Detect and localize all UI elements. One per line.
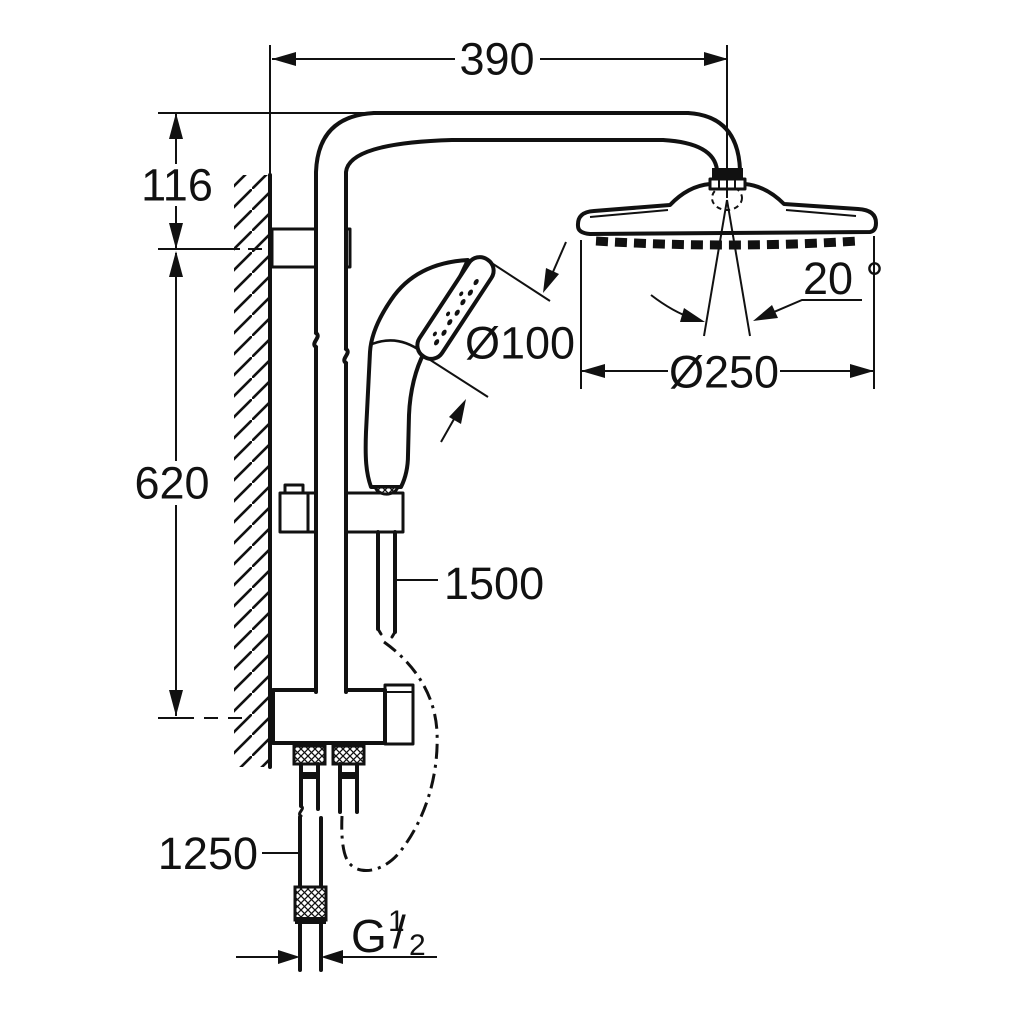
shower-hose xyxy=(340,530,439,873)
arrowhead-up xyxy=(169,113,183,139)
arrowhead-right xyxy=(321,950,343,964)
arrowhead-left xyxy=(581,364,605,378)
arrowhead-upper xyxy=(543,268,559,293)
dim-d250-label: Ø250 xyxy=(669,347,779,398)
spray-dot xyxy=(441,329,447,336)
spray-angle-annotation: 20 ° xyxy=(650,199,884,337)
spray-dot xyxy=(432,331,437,337)
hose-break-end xyxy=(376,627,397,639)
hose-dashed-loop xyxy=(340,640,439,873)
arrowhead-right xyxy=(850,364,874,378)
spray-nozzle-band xyxy=(595,236,859,250)
dim-1500-label: 1500 xyxy=(444,558,544,609)
spray-cone-line-right xyxy=(726,199,751,337)
hose-outlet-band xyxy=(342,772,355,779)
supply-pipe-band xyxy=(303,772,316,779)
rail-left-edge-upper xyxy=(314,111,376,335)
thread-numerator: 1 xyxy=(388,905,405,938)
thread-denominator: 2 xyxy=(409,929,426,962)
valve-knob xyxy=(383,683,415,746)
connection-nut-left xyxy=(292,744,327,766)
rail-right-edge-upper xyxy=(344,138,454,351)
dimension-390: 390 xyxy=(269,34,728,198)
knurled-connector-band xyxy=(295,917,326,924)
arrowhead-down xyxy=(169,690,183,716)
spray-dot xyxy=(433,339,440,346)
spray-dot xyxy=(445,311,451,317)
wall-section xyxy=(234,173,272,769)
label-supply-1250: 1250 xyxy=(158,828,299,879)
dimension-620: 620 xyxy=(134,251,242,719)
arm-right-bend-inner xyxy=(661,138,719,172)
spray-dot xyxy=(447,319,453,326)
leader-arrowhead-right xyxy=(753,305,778,321)
dim-1250-label: 1250 xyxy=(158,828,258,879)
dimension-hand-shower-diameter: Ø100 xyxy=(423,241,575,443)
angle-20-label: 20 ° xyxy=(803,253,884,304)
valve-body xyxy=(271,688,387,745)
disc-inner-line-right xyxy=(785,209,857,217)
connection-nut-right xyxy=(331,744,366,766)
spray-dot xyxy=(454,309,460,316)
label-hose-1500: 1500 xyxy=(397,558,544,609)
arrowhead-down xyxy=(169,223,183,249)
dimension-head-shower-diameter: Ø250 xyxy=(580,236,875,398)
handle-end-cap xyxy=(372,485,401,496)
arrowhead-up xyxy=(169,251,183,277)
spray-dot xyxy=(460,299,466,306)
ext-line-upper xyxy=(486,259,551,302)
spray-dot xyxy=(459,291,464,297)
dim-390-label: 390 xyxy=(459,34,534,85)
arrowhead-left xyxy=(278,950,300,964)
valve-connections xyxy=(292,744,366,972)
arrowhead-left xyxy=(272,52,296,66)
hand-shower-body xyxy=(363,258,470,489)
disc-inner-line-left xyxy=(589,209,669,218)
dim-620-label: 620 xyxy=(134,458,209,509)
dim-116-label: 116 xyxy=(141,160,213,211)
thread-g-label: G xyxy=(351,910,387,962)
arrowhead-right xyxy=(704,52,728,66)
dim-d100-label: Ø100 xyxy=(465,318,575,369)
spray-dot xyxy=(473,278,479,286)
spray-cone-line-left xyxy=(703,199,728,337)
wall-hatching xyxy=(234,175,268,767)
dimension-thread-g12: G 1 / 2 xyxy=(236,905,437,964)
thread-slash: / xyxy=(393,906,406,958)
arrowhead-lower xyxy=(449,399,466,424)
spray-dot xyxy=(467,289,473,296)
knurled-connector xyxy=(293,885,328,922)
hand-shower xyxy=(363,255,496,496)
leader-arrowhead-left xyxy=(680,308,705,322)
ext-line-lower xyxy=(423,355,489,398)
dimension-116: 116 xyxy=(141,112,372,250)
